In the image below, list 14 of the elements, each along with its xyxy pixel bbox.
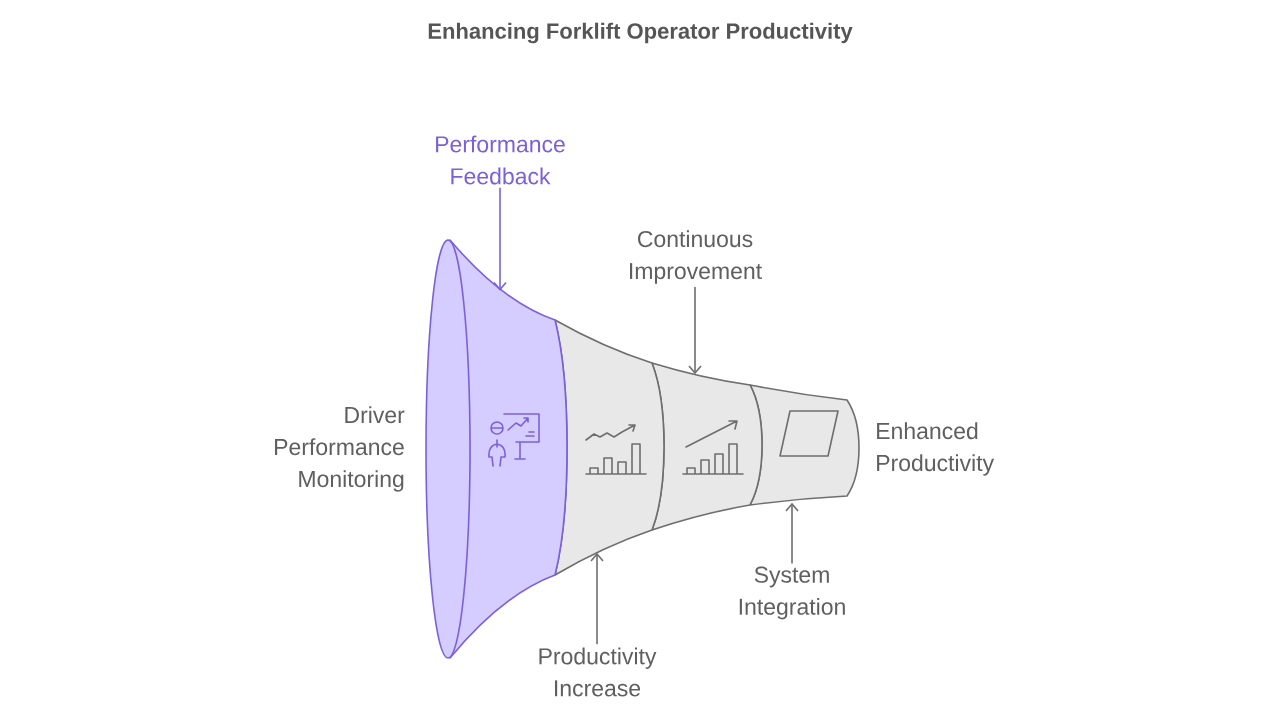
stage-label: Continuous Improvement [630,230,762,284]
funnel-band [651,362,763,531]
stage-label: Driver Performance Monitoring [275,406,405,492]
arrow [493,186,507,291]
stage-label: Enhanced Productivity [877,422,995,476]
stage-label: Productivity Increase [539,647,657,697]
title: Enhancing Forklift Operator Productivity [428,22,853,44]
funnel-band [554,319,665,576]
arrow [590,552,604,646]
stage-label: System Integration [739,566,845,620]
stage-label: Performance Feedback [436,135,565,185]
arrow [785,502,799,565]
funnel-band [749,384,860,506]
arrow [688,286,702,375]
